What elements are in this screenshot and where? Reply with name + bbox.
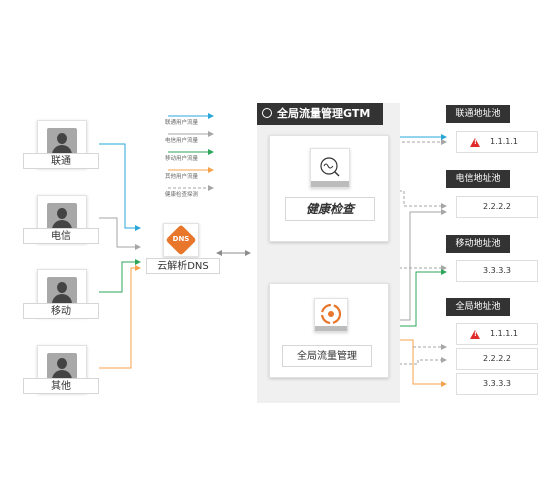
health-check-icon <box>320 157 340 177</box>
ip-address: 3.3.3.3 <box>483 266 511 275</box>
warning-icon <box>470 138 480 147</box>
user-label: 电信 <box>23 228 99 244</box>
gtm-title-bar: 全局流量管理GTM <box>257 103 383 125</box>
other-user-flow <box>99 265 141 369</box>
traffic-manager-icon-box <box>314 298 348 332</box>
pool-title: 移动地址池 <box>446 235 510 253</box>
ip-address: 3.3.3.3 <box>483 379 511 388</box>
dns-card: DNS <box>163 223 199 257</box>
legend-telecom-label: 电信用户流量 <box>165 138 199 144</box>
unicom-user-flow <box>99 143 141 231</box>
pool-title: 全局地址池 <box>446 298 510 316</box>
pool-address-row: 2.2.2.2 <box>456 348 538 370</box>
ip-address: 1.1.1.1 <box>490 329 518 338</box>
dns-label: 云解析DNS <box>146 258 220 274</box>
pool-address-row: 3.3.3.3 <box>456 373 538 395</box>
traffic-route-global-c <box>384 357 447 365</box>
ip-address: 2.2.2.2 <box>483 354 511 363</box>
pool-address-row: 2.2.2.2 <box>456 196 538 218</box>
user-label: 联通 <box>23 153 99 169</box>
ip-address: 2.2.2.2 <box>483 202 511 211</box>
gtm-title: 全局流量管理GTM <box>277 107 371 120</box>
traffic-manager-icon <box>320 303 342 325</box>
mobile-user-flow <box>99 259 141 293</box>
user-label: 其他 <box>23 378 99 394</box>
health-check-icon-box <box>310 148 350 188</box>
health-check-label: 健康检查 <box>285 197 375 221</box>
user-label: 移动 <box>23 303 99 319</box>
pool-address-row: 1.1.1.1 <box>456 323 538 345</box>
gtm-logo-icon <box>262 108 272 118</box>
legend-mobile-label: 移动用户流量 <box>165 156 199 162</box>
pool-address-row: 3.3.3.3 <box>456 260 538 282</box>
legend-other-label: 其他用户流量 <box>165 174 199 180</box>
traffic-manager-label: 全局流量管理 <box>282 345 372 367</box>
legend-health-label: 健康检查探测 <box>165 192 199 198</box>
pool-title: 电信地址池 <box>446 170 510 188</box>
pool-address-row: 1.1.1.1 <box>456 131 538 153</box>
pool-title: 联通地址池 <box>446 105 510 123</box>
legend-unicom-label: 联通用户流量 <box>165 120 199 126</box>
telecom-user-flow <box>99 217 141 250</box>
ip-address: 1.1.1.1 <box>490 137 518 146</box>
warning-icon <box>470 330 480 339</box>
dns-icon-text: DNS <box>172 235 190 243</box>
